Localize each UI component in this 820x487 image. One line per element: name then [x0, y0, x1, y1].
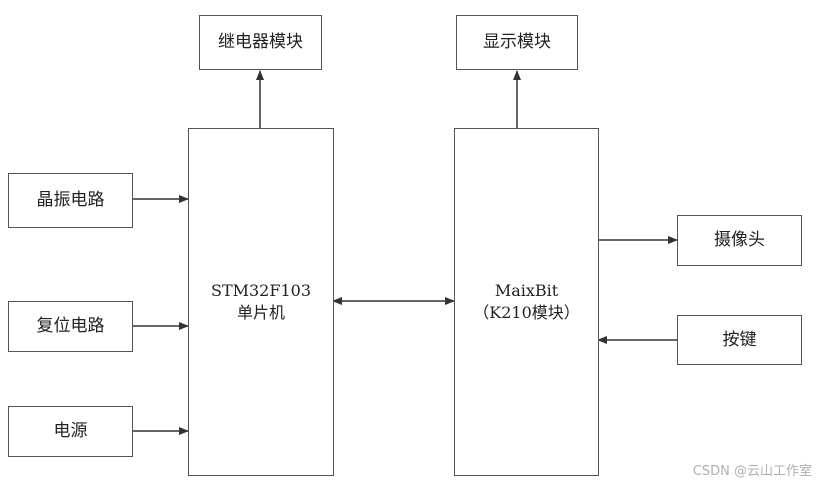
power-label: 电源 [53, 421, 88, 442]
keys-block: 按键 [677, 315, 802, 365]
display-module-block: 显示模块 [456, 15, 578, 70]
camera-block: 摄像头 [677, 215, 802, 266]
relay-module-label: 继电器模块 [218, 32, 303, 53]
relay-module-block: 继电器模块 [199, 15, 322, 70]
mcu-type-label: 单片机 [236, 303, 285, 322]
csdn-watermark: CSDN @云山工作室 [692, 464, 812, 479]
display-module-label: 显示模块 [483, 32, 551, 53]
k210-block: MaixBit （K210模块） [454, 128, 599, 476]
k210-model-label: MaixBit [494, 281, 559, 301]
reset-circuit-block: 复位电路 [8, 301, 133, 352]
camera-label: 摄像头 [714, 230, 765, 251]
mcu-model-label: STM32F103 [210, 281, 311, 301]
k210-module-label: （K210模块） [473, 303, 580, 322]
crystal-circuit-block: 晶振电路 [8, 173, 133, 228]
keys-label: 按键 [722, 329, 757, 350]
power-block: 电源 [8, 406, 133, 457]
crystal-circuit-label: 晶振电路 [36, 190, 105, 211]
reset-circuit-label: 复位电路 [36, 316, 105, 337]
mcu-block: STM32F103 单片机 [188, 128, 334, 476]
